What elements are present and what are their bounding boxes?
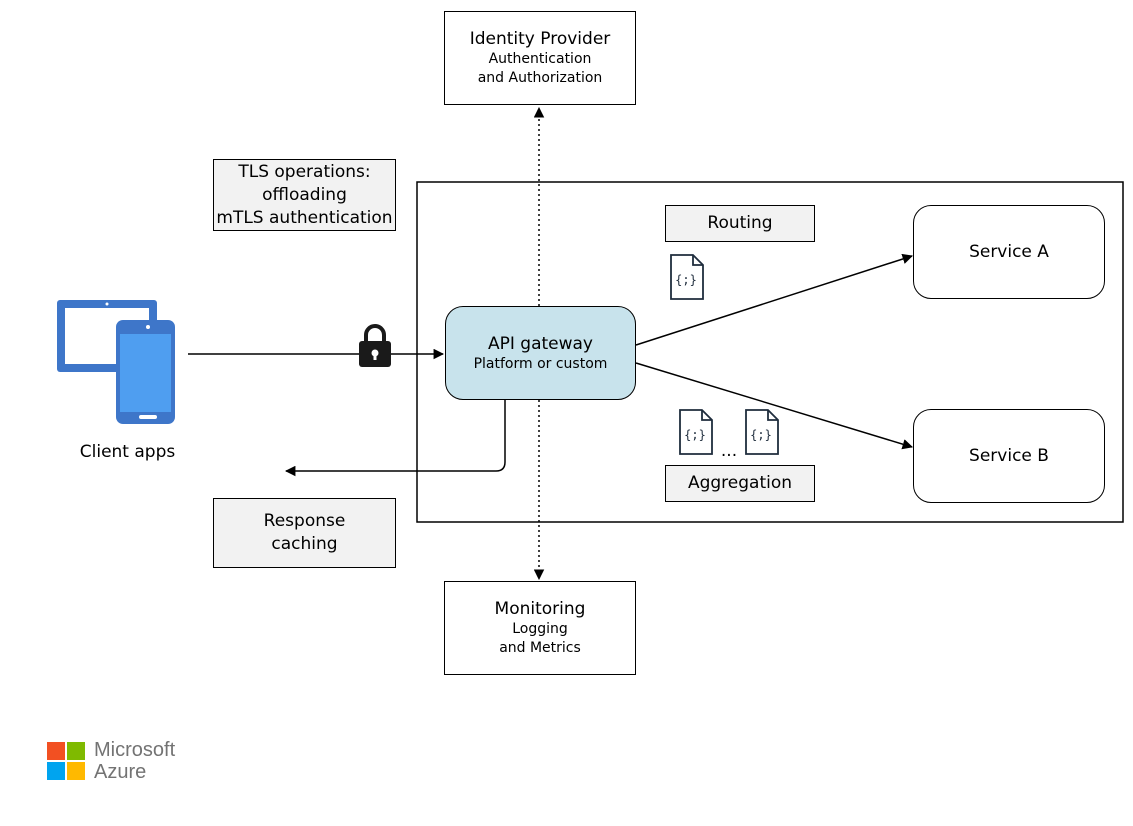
api-gateway-title: API gateway — [487, 333, 593, 354]
code-file-icon: {;} — [744, 408, 780, 456]
monitoring-line1: Logging — [512, 621, 568, 637]
aggregation-label-text: Aggregation — [687, 473, 793, 493]
arrow-response-caching — [284, 400, 506, 477]
svg-text:{;}: {;} — [750, 428, 772, 442]
response-caching-line1: Response — [263, 511, 346, 531]
arrow-to-service-b — [635, 362, 914, 450]
api-gateway-subtitle: Platform or custom — [473, 355, 608, 372]
response-caching-line2: caching — [271, 534, 338, 554]
routing-label: Routing — [665, 205, 815, 242]
monitoring-line2: and Metrics — [499, 640, 581, 656]
identity-provider-line2: and Authorization — [477, 70, 603, 86]
svg-text:{;}: {;} — [684, 428, 706, 442]
brand-text: Microsoft Azure — [94, 739, 175, 783]
monitoring-title: Monitoring — [494, 599, 586, 619]
brand-line1: Microsoft — [94, 739, 176, 761]
aggregation-label: Aggregation — [665, 465, 815, 502]
identity-provider-line1: Authentication — [488, 51, 592, 67]
svg-text:{;}: {;} — [675, 273, 697, 287]
lock-icon — [358, 322, 392, 368]
client-apps-label: Client apps — [79, 442, 176, 462]
tls-operations-box: TLS operations: offloading mTLS authenti… — [213, 159, 396, 231]
service-a-box: Service A — [913, 205, 1105, 299]
brand-line2: Azure — [94, 761, 147, 783]
identity-provider-box: Identity Provider Authentication and Aut… — [444, 11, 636, 105]
routing-label-text: Routing — [707, 213, 773, 233]
arrow-to-service-a — [635, 253, 913, 346]
monitoring-box: Monitoring Logging and Metrics — [444, 581, 636, 675]
service-b-label: Service B — [969, 446, 1049, 466]
client-devices-icon — [55, 298, 180, 428]
service-a-label: Service A — [969, 242, 1049, 262]
identity-provider-title: Identity Provider — [469, 29, 611, 49]
service-b-box: Service B — [913, 409, 1105, 503]
tls-line3: mTLS authentication — [216, 207, 393, 228]
code-file-icon: {;} — [669, 253, 705, 301]
code-file-icon: {;} — [678, 408, 714, 456]
tls-line1: TLS operations: — [238, 161, 371, 182]
tls-line2: offloading — [262, 184, 347, 205]
microsoft-logo-icon — [47, 742, 85, 780]
api-gateway-box: API gateway Platform or custom — [445, 306, 636, 400]
gateway-boundary — [416, 181, 1124, 523]
response-caching-box: Response caching — [213, 498, 396, 568]
aggregation-ellipsis: ... — [720, 441, 738, 461]
